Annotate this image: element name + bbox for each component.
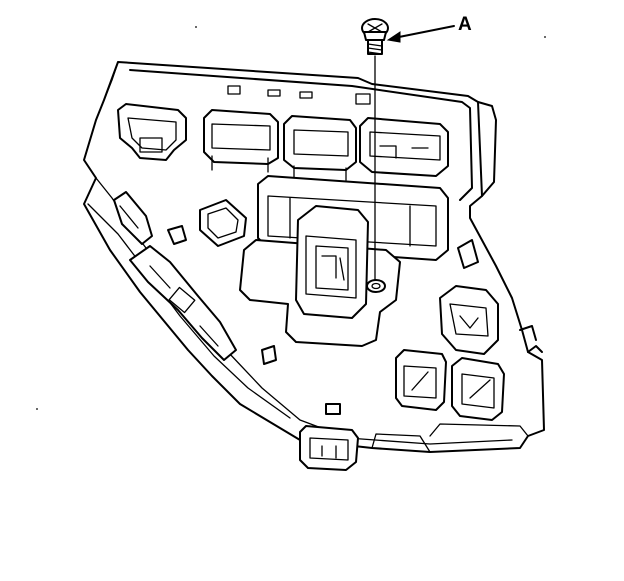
right-upper-connector	[439, 285, 499, 355]
top-connector-2	[203, 109, 279, 173]
left-side-connector-lower	[129, 245, 237, 361]
left-clip	[167, 225, 277, 365]
scan-specks	[36, 26, 546, 410]
top-connector-3	[283, 115, 357, 181]
right-bottom-connector-2	[451, 357, 505, 421]
callout-label-A: A	[458, 14, 472, 35]
callout-leader-line	[386, 25, 455, 43]
bolt-A-icon	[361, 18, 389, 55]
center-relay	[295, 205, 369, 319]
left-side-connector-upper	[113, 191, 153, 245]
small-square-connector	[199, 199, 247, 247]
top-ribs	[227, 85, 371, 105]
top-connector-4	[359, 117, 449, 177]
bottom-small-clip	[325, 403, 341, 415]
right-bottom-connector-1	[395, 349, 447, 411]
right-edge-tab	[457, 239, 479, 269]
bolt-hole	[366, 279, 386, 293]
bottom-mounting-tab	[299, 425, 359, 471]
top-connector-1	[117, 103, 187, 161]
